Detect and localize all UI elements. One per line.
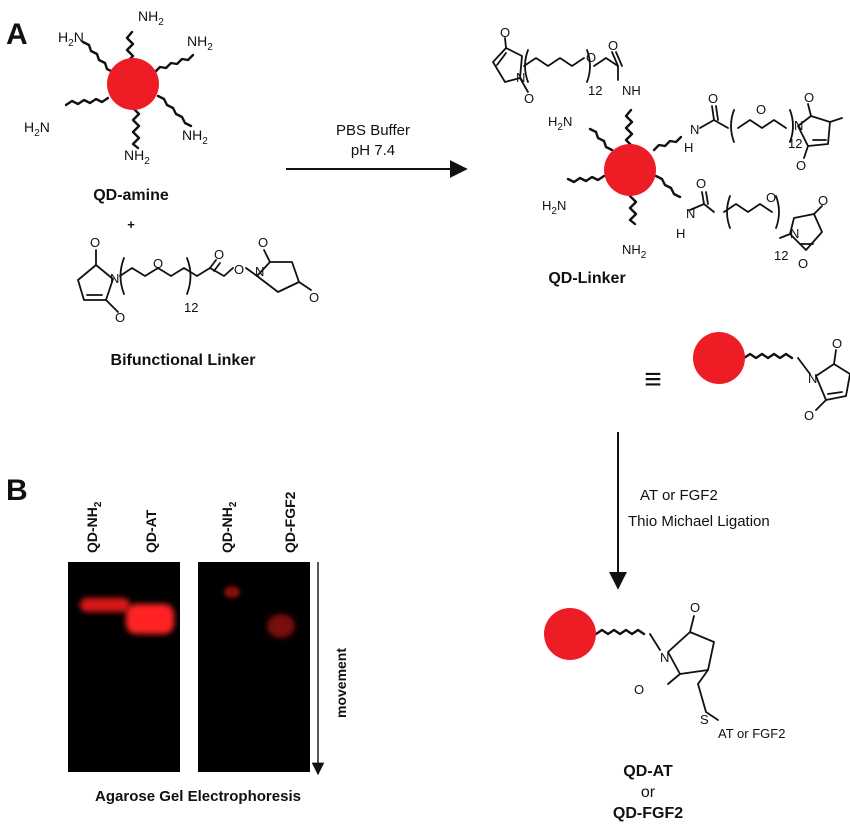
amide-nh: NH <box>622 83 641 98</box>
plus-sign: + <box>127 217 135 232</box>
gel-lane-labels: QD-NH2 QD-AT QD-NH2 QD-FGF2 <box>84 491 298 553</box>
atom-label: O <box>804 90 814 105</box>
gel-band <box>267 614 295 638</box>
amine-label: NH2 <box>622 242 647 261</box>
atom-label: O <box>634 682 644 697</box>
amide-h: H <box>684 140 693 155</box>
panel-a-label: A <box>6 18 28 51</box>
atom-label: O <box>234 262 244 277</box>
amine-label: H2N <box>542 198 566 217</box>
reaction-condition-ligation: Thio Michael Ligation <box>628 513 770 530</box>
atom-label: N <box>255 264 264 279</box>
substituent-label: AT or FGF2 <box>718 726 785 741</box>
equivalence-symbol: ≡ <box>644 363 662 396</box>
gel-caption: Agarose Gel Electrophoresis <box>95 788 301 805</box>
gel-lane-label: QD-NH2 <box>219 501 239 553</box>
atom-label: N <box>516 70 525 85</box>
amine-label: NH2 <box>138 8 164 28</box>
gel-image-right <box>198 562 310 772</box>
product-labels: N O O S AT or FGF2 <box>634 600 785 741</box>
atom-label: O <box>115 310 125 325</box>
qd-amine-amine-labels: NH2 H2N NH2 H2N NH2 NH2 <box>24 8 213 167</box>
atom-label: O <box>798 256 808 271</box>
atom-label: O <box>690 600 700 615</box>
amine-label: H2N <box>548 114 572 133</box>
atom-label: N <box>690 122 699 137</box>
gel-band <box>224 586 240 598</box>
atom-label: O <box>766 190 776 205</box>
gel-lane-label: QD-FGF2 <box>282 491 298 553</box>
qd-amine-structure <box>64 30 195 150</box>
product-structure <box>544 608 719 721</box>
quantum-dot-icon <box>604 144 656 196</box>
atom-label: O <box>756 102 766 117</box>
atom-label: N <box>110 271 119 286</box>
simplified-linker-labels: N O O <box>804 336 842 423</box>
atom-label: O <box>608 38 618 53</box>
linker-atom-labels: O N O O O O N O O 12 <box>90 235 319 325</box>
amine-label: H2N <box>58 29 84 49</box>
quantum-dot-icon <box>544 608 596 660</box>
atom-label: N <box>660 650 669 665</box>
panel-b-label: B <box>6 474 28 507</box>
qd-linker-labels: O N O O O 12 NH H2N N H O O 12 N O O H2N… <box>500 25 828 271</box>
atom-label: O <box>214 247 224 262</box>
simplified-qd-linker <box>693 332 850 411</box>
product-name-line2: or <box>641 784 656 801</box>
gel-band <box>80 598 130 612</box>
product-name-line3: QD-FGF2 <box>613 805 683 822</box>
atom-label: O <box>258 235 268 250</box>
atom-label: N <box>790 226 799 241</box>
reaction-condition-reagent: AT or FGF2 <box>640 487 718 504</box>
atom-label: O <box>90 235 100 250</box>
linker-name: Bifunctional Linker <box>111 352 256 369</box>
amine-label: NH2 <box>124 147 150 167</box>
gel-lane-label: QD-NH2 <box>84 501 104 553</box>
qd-amine-name: QD-amine <box>93 187 169 204</box>
product-name-line1: QD-AT <box>623 763 673 780</box>
repeat-count: 12 <box>788 136 802 151</box>
movement-label: movement <box>333 648 349 718</box>
amide-h: H <box>676 226 685 241</box>
quantum-dot-icon <box>693 332 745 384</box>
qd-linker-name: QD-Linker <box>548 270 625 287</box>
atom-label: O <box>708 91 718 106</box>
atom-label: O <box>586 50 596 65</box>
atom-label: O <box>796 158 806 173</box>
atom-label: O <box>524 91 534 106</box>
atom-label: N <box>794 118 803 133</box>
gel-lane-label: QD-AT <box>143 509 159 553</box>
atom-label: O <box>153 256 163 271</box>
atom-label: O <box>696 176 706 191</box>
repeat-count: 12 <box>774 248 788 263</box>
gel-bands <box>80 586 295 638</box>
gel-image-left <box>68 562 180 772</box>
atom-label: O <box>500 25 510 40</box>
atom-label: O <box>832 336 842 351</box>
atom-label: N <box>808 371 817 386</box>
qd-linker-structure <box>492 37 843 251</box>
reaction-condition-buffer: PBS Buffer <box>336 122 410 139</box>
atom-label: N <box>686 206 695 221</box>
amine-label: NH2 <box>187 33 213 53</box>
sulfur-label: S <box>700 712 709 727</box>
atom-label: O <box>309 290 319 305</box>
atom-label: O <box>818 193 828 208</box>
gel-band <box>126 604 174 634</box>
reaction-condition-ph: pH 7.4 <box>351 142 395 159</box>
repeat-count: 12 <box>184 300 198 315</box>
amine-label: NH2 <box>182 127 208 147</box>
amine-label: H2N <box>24 119 50 139</box>
atom-label: O <box>804 408 814 423</box>
bifunctional-linker-structure <box>77 249 312 313</box>
quantum-dot-icon <box>107 58 159 110</box>
repeat-count: 12 <box>588 83 602 98</box>
